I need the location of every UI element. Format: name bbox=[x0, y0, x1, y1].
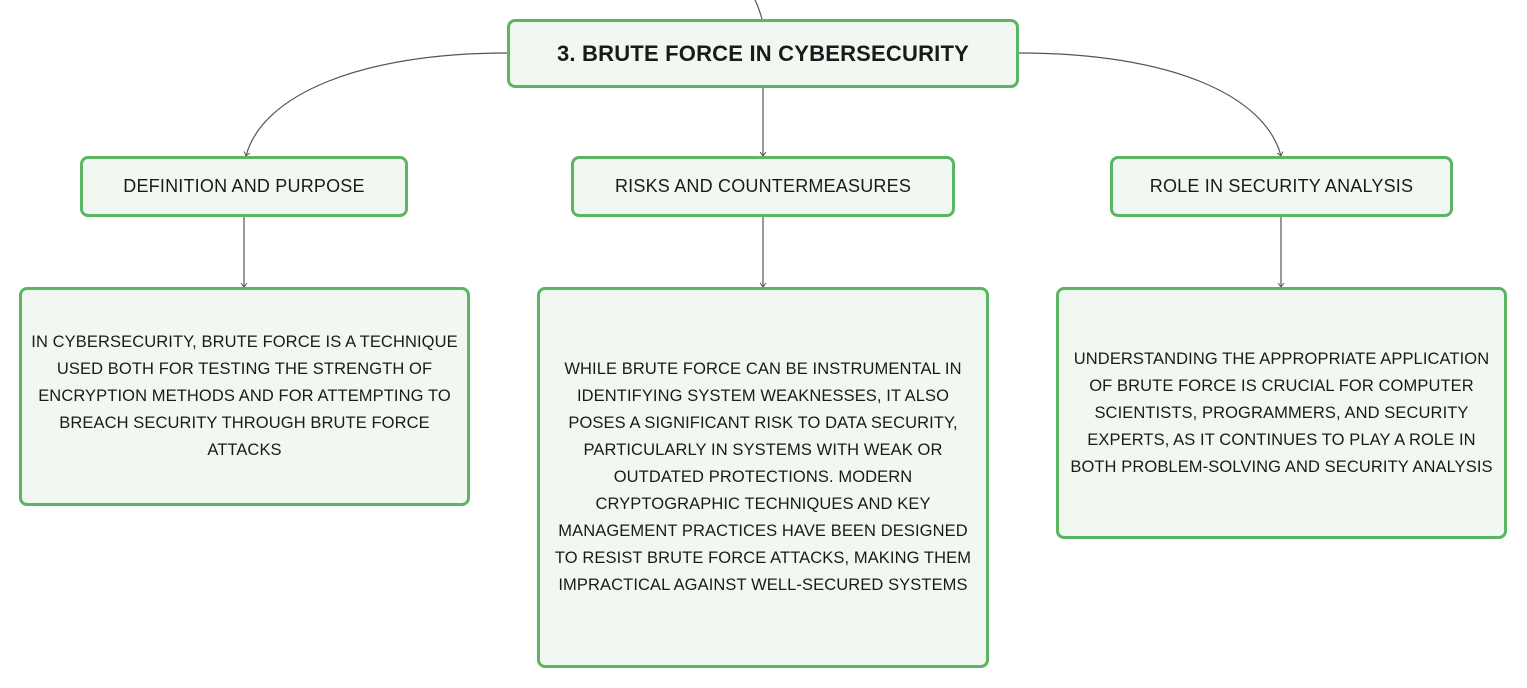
connector-parent-to-root bbox=[754, 0, 763, 20]
detail-node-role-in-security-analysis[interactable]: UNDERSTANDING THE APPROPRIATE APPLICATIO… bbox=[1056, 287, 1507, 539]
branch-label: ROLE IN SECURITY ANALYSIS bbox=[1149, 176, 1414, 196]
branch-label: DEFINITION AND PURPOSE bbox=[123, 176, 365, 196]
connector-root-to-role bbox=[1018, 52, 1281, 156]
branch-node-definition-and-purpose[interactable]: DEFINITION AND PURPOSE bbox=[80, 156, 408, 217]
detail-node-risks-and-countermeasures[interactable]: WHILE BRUTE FORCE CAN BE INSTRUMENTAL IN… bbox=[537, 287, 989, 668]
detail-text: IN CYBERSECURITY, BRUTE FORCE IS A TECHN… bbox=[31, 333, 458, 459]
connector-root-to-definition bbox=[246, 52, 508, 156]
detail-text: UNDERSTANDING THE APPROPRIATE APPLICATIO… bbox=[1070, 349, 1493, 476]
detail-text: WHILE BRUTE FORCE CAN BE INSTRUMENTAL IN… bbox=[554, 360, 972, 594]
branch-label: RISKS AND COUNTERMEASURES bbox=[614, 176, 912, 196]
branch-node-role-in-security-analysis[interactable]: ROLE IN SECURITY ANALYSIS bbox=[1110, 156, 1453, 217]
root-node[interactable]: 3. BRUTE FORCE IN CYBERSECURITY bbox=[507, 19, 1019, 88]
branch-node-risks-and-countermeasures[interactable]: RISKS AND COUNTERMEASURES bbox=[571, 156, 955, 217]
detail-node-definition-and-purpose[interactable]: IN CYBERSECURITY, BRUTE FORCE IS A TECHN… bbox=[19, 287, 470, 506]
root-title: 3. BRUTE FORCE IN CYBERSECURITY bbox=[556, 40, 970, 66]
